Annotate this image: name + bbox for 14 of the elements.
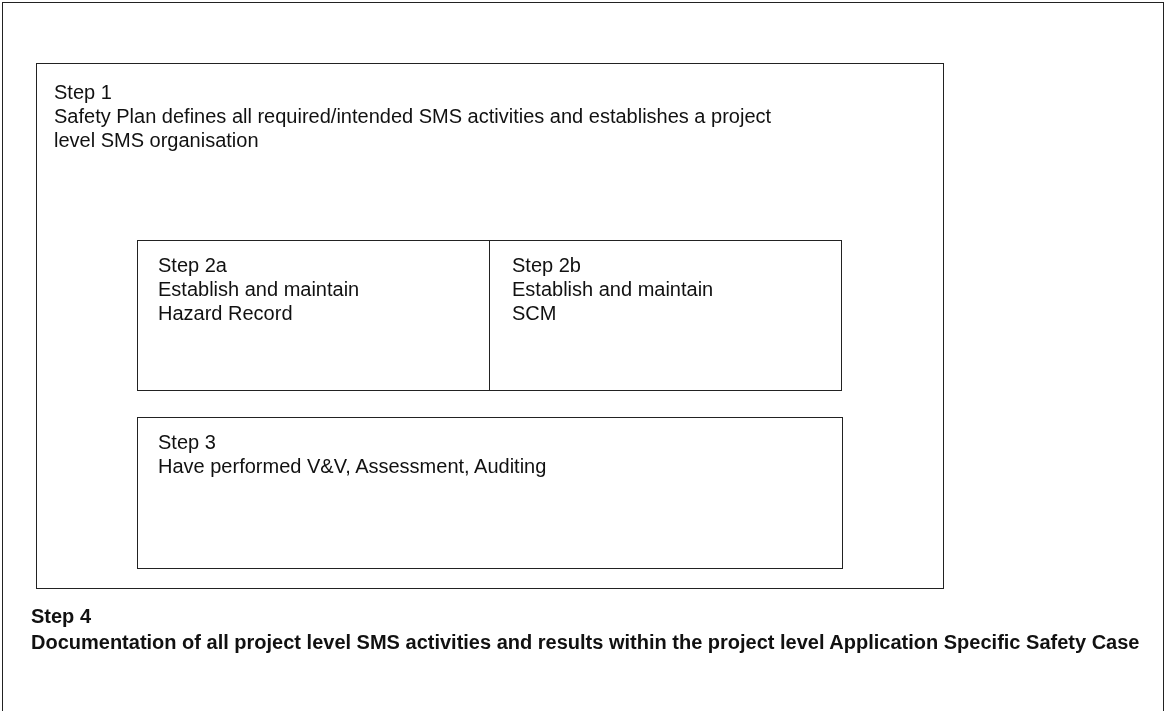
step-heading: Step 4 — [31, 604, 93, 628]
step-heading: Step 1 — [54, 80, 113, 104]
step-heading: Step 3 — [158, 430, 217, 454]
process-box — [137, 417, 843, 569]
process-box — [137, 240, 490, 391]
step-description: Have performed V&V, Assessment, Auditing — [158, 454, 548, 478]
container-box — [36, 63, 944, 589]
step-description: Documentation of all project level SMS activities and results within the project level Application Specific Safety Case — [31, 630, 1141, 654]
step-description: Establish and maintain Hazard Record — [158, 277, 361, 325]
process-box — [489, 240, 842, 391]
step-description: Safety Plan defines all required/intended SMS activities and establishes a project level SMS organisation — [54, 104, 773, 152]
step-heading: Step 2a — [158, 253, 228, 277]
step-description: Establish and maintain SCM — [512, 277, 715, 325]
step-heading: Step 2b — [512, 253, 582, 277]
